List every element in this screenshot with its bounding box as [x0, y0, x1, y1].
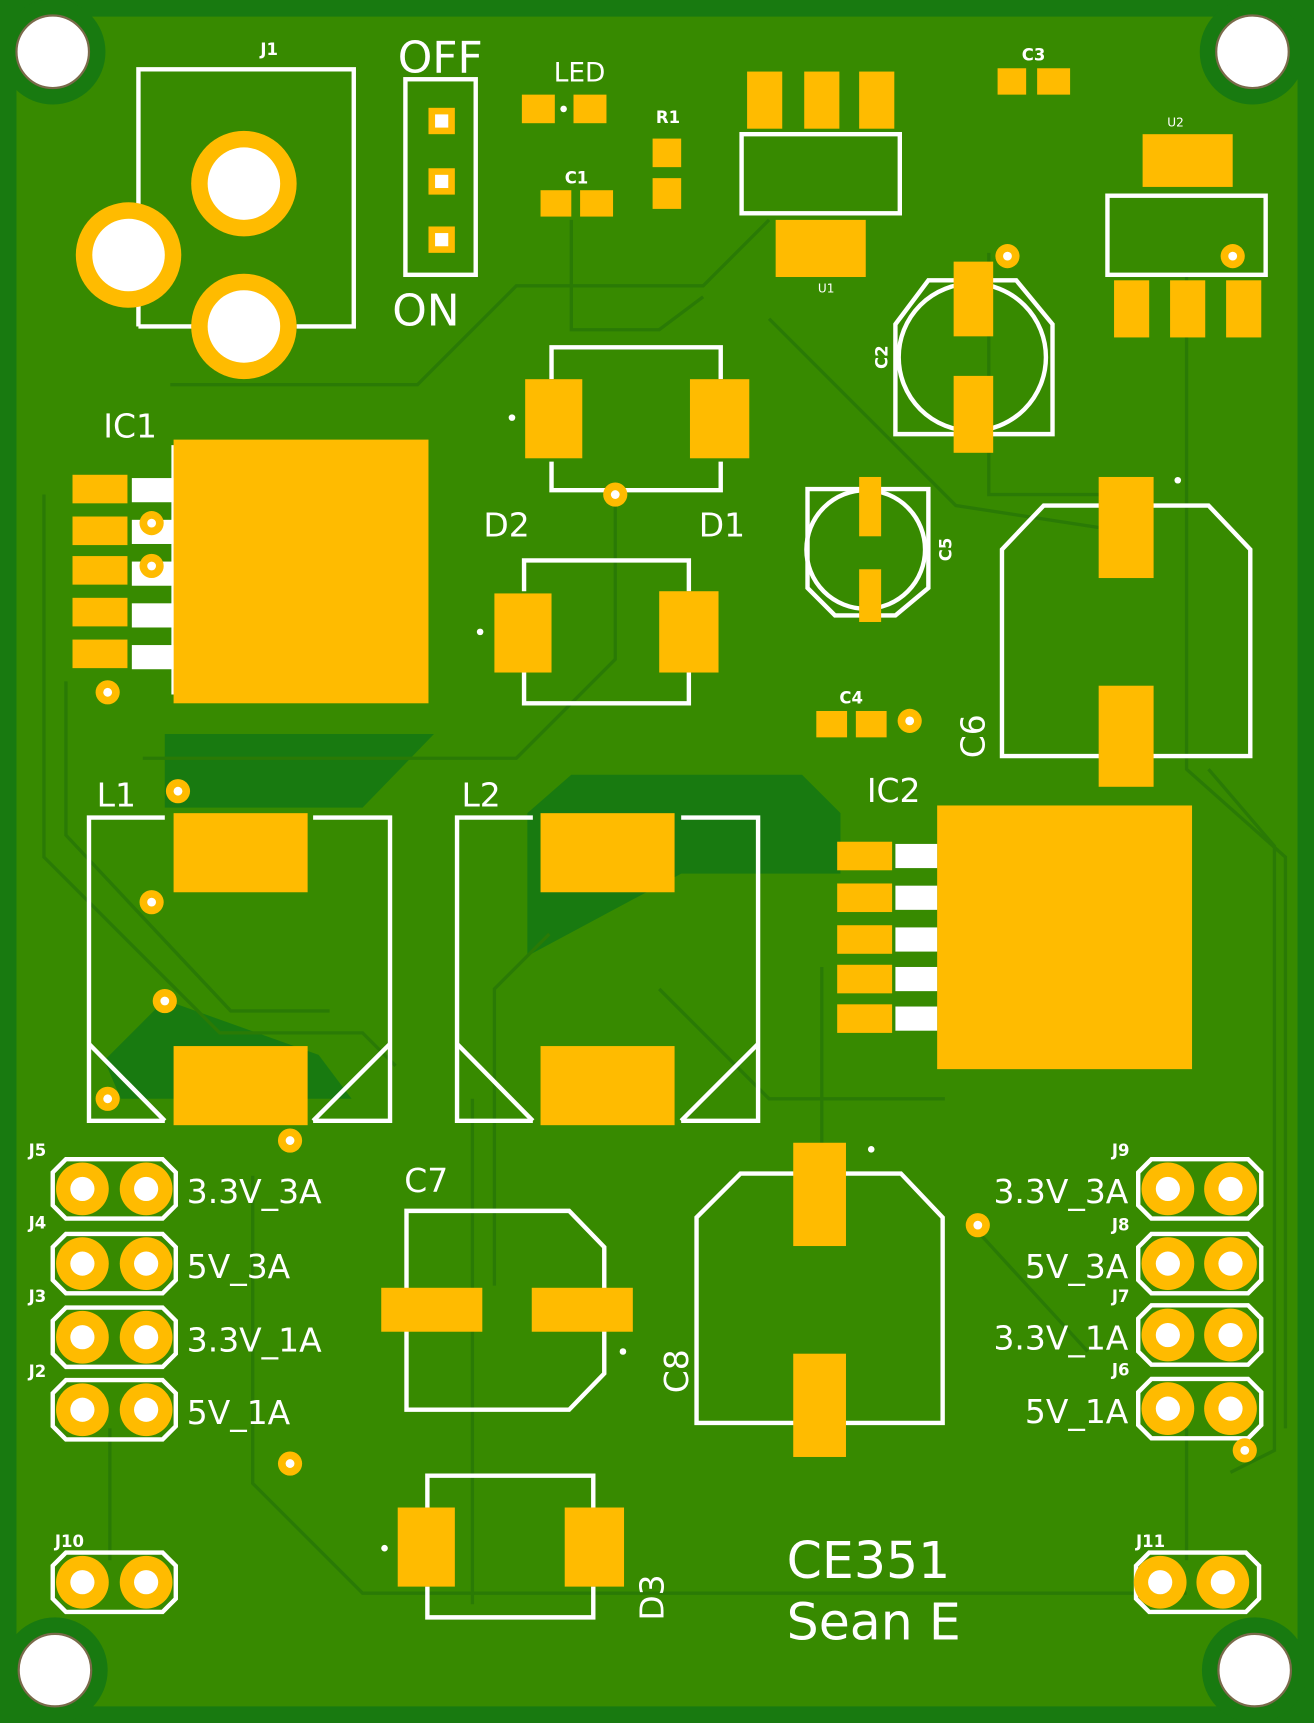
c2-capacitor: C2: [873, 261, 1055, 453]
header-j4[interactable]: J4 5V_3A: [28, 1213, 291, 1296]
d3-diode: D3: [381, 1473, 672, 1621]
u2-regulator: U2: [1105, 115, 1268, 338]
label-on: ON: [392, 285, 459, 336]
l2-inductor: L2: [454, 776, 761, 1126]
output-label: 5V_3A: [1025, 1247, 1129, 1286]
ref-j8: J8: [1111, 1216, 1130, 1235]
power-switch: OFF ON: [392, 33, 483, 337]
output-label: 3.3V_1A: [993, 1318, 1128, 1357]
ic1: IC1: [72, 406, 429, 704]
ref-l1: L1: [97, 776, 136, 815]
ref-r1: R1: [656, 108, 680, 127]
output-label: 3.3V_3A: [187, 1172, 322, 1211]
ref-j6: J6: [1111, 1361, 1130, 1380]
ic2: IC2: [837, 771, 1193, 1070]
ref-j3: J3: [28, 1287, 47, 1306]
ref-ic2: IC2: [867, 771, 921, 810]
ref-led: LED: [554, 58, 606, 88]
header-j8[interactable]: J8 5V_3A: [1025, 1216, 1264, 1296]
ref-d3: D3: [633, 1574, 672, 1620]
ref-j2: J2: [28, 1362, 47, 1381]
ref-c7: C7: [404, 1161, 448, 1200]
ref-u2: U2: [1167, 115, 1184, 129]
ref-j1: J1: [259, 40, 278, 59]
traces: [42, 218, 1288, 1605]
ref-j10: J10: [54, 1532, 84, 1551]
author-label: Sean E: [787, 1592, 961, 1651]
header-j6[interactable]: J6 5V_1A: [1025, 1361, 1264, 1441]
header-j2[interactable]: J2 5V_1A: [28, 1362, 291, 1442]
output-label: 3.3V_1A: [187, 1321, 322, 1360]
output-label: 5V_3A: [187, 1247, 291, 1286]
ref-c6: C6: [953, 714, 992, 758]
small-smd-parts: LED R1 C1 C3 C4: [521, 46, 1071, 738]
ref-c1: C1: [565, 169, 589, 188]
ref-j11: J11: [1135, 1532, 1165, 1551]
header-j7[interactable]: J7 3.3V_1A: [993, 1287, 1264, 1367]
output-label: 3.3V_3A: [993, 1172, 1128, 1211]
pour-void: [164, 734, 434, 808]
ref-c5: C5: [936, 538, 955, 562]
ref-j9: J9: [1111, 1141, 1130, 1160]
ref-d2: D2: [483, 505, 529, 544]
header-j5[interactable]: J5 3.3V_3A: [28, 1141, 323, 1221]
ref-u1: U1: [818, 281, 835, 295]
headers-left: J5 3.3V_3A J4 5V_3A J3 3.3V_1A J2 5V_1A: [28, 1141, 323, 1615]
headers-right: J9 3.3V_3A J8 5V_3A J7 3.3V_1A J6 5V_1A: [993, 1141, 1264, 1615]
vias: [95, 244, 1257, 1476]
ref-c8: C8: [657, 1349, 696, 1393]
d1-diode: D1: [508, 345, 750, 544]
j1-power-jack: J1: [75, 40, 356, 380]
ref-c2: C2: [873, 345, 892, 369]
header-j3[interactable]: J3 3.3V_1A: [28, 1287, 323, 1370]
ref-j7: J7: [1111, 1287, 1130, 1306]
output-label: 5V_1A: [187, 1393, 291, 1432]
header-j11[interactable]: J11: [1133, 1532, 1262, 1615]
ref-l2: L2: [461, 776, 500, 815]
ref-d1: D1: [699, 505, 745, 544]
ref-c3: C3: [1022, 46, 1046, 65]
ref-c4: C4: [839, 688, 863, 707]
output-label: 5V_1A: [1025, 1392, 1129, 1431]
header-j9[interactable]: J9 3.3V_3A: [993, 1141, 1264, 1221]
c5-capacitor: C5: [804, 476, 955, 622]
ref-ic1: IC1: [103, 406, 157, 445]
course-label: CE351: [787, 1531, 951, 1590]
d2-diode: D2: [476, 505, 719, 706]
c7-capacitor: C7: [381, 1161, 633, 1412]
c8-capacitor: C8: [657, 1142, 945, 1457]
l1-inductor: L1: [86, 776, 393, 1126]
ref-j4: J4: [28, 1213, 47, 1232]
u1-regulator: U1: [739, 71, 903, 295]
label-off: OFF: [398, 33, 483, 84]
ref-j5: J5: [28, 1141, 47, 1160]
header-j10[interactable]: J10: [50, 1532, 178, 1615]
c6-capacitor: C6: [953, 476, 1253, 787]
